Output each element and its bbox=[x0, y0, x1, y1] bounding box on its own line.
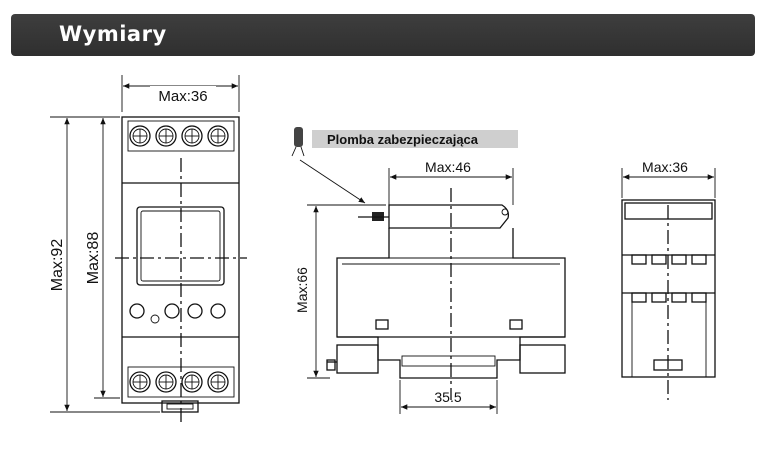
section-title: Wymiary bbox=[59, 22, 167, 46]
end-view: Max:36 bbox=[621, 159, 716, 400]
side-width-label: Max:46 bbox=[425, 159, 471, 175]
seal-label: Plomba zabezpieczająca bbox=[327, 132, 479, 147]
front-width-label: Max:36 bbox=[158, 88, 207, 105]
front-buttons bbox=[129, 303, 226, 324]
side-view: Plomba zabezpieczająca Max:46 bbox=[291, 127, 566, 414]
seal-icon bbox=[291, 127, 305, 157]
section-header-bar: Wymiary bbox=[11, 14, 755, 56]
rail-width-label: 35.5 bbox=[434, 389, 461, 405]
top-terminals bbox=[127, 120, 235, 152]
front-height-outer-label: Max:92 bbox=[49, 239, 66, 292]
end-width-label: Max:36 bbox=[642, 159, 688, 175]
front-height-inner-label: Max:88 bbox=[85, 232, 102, 285]
side-height-label: Max:66 bbox=[294, 267, 310, 313]
front-view: Max:36 bbox=[49, 75, 247, 425]
